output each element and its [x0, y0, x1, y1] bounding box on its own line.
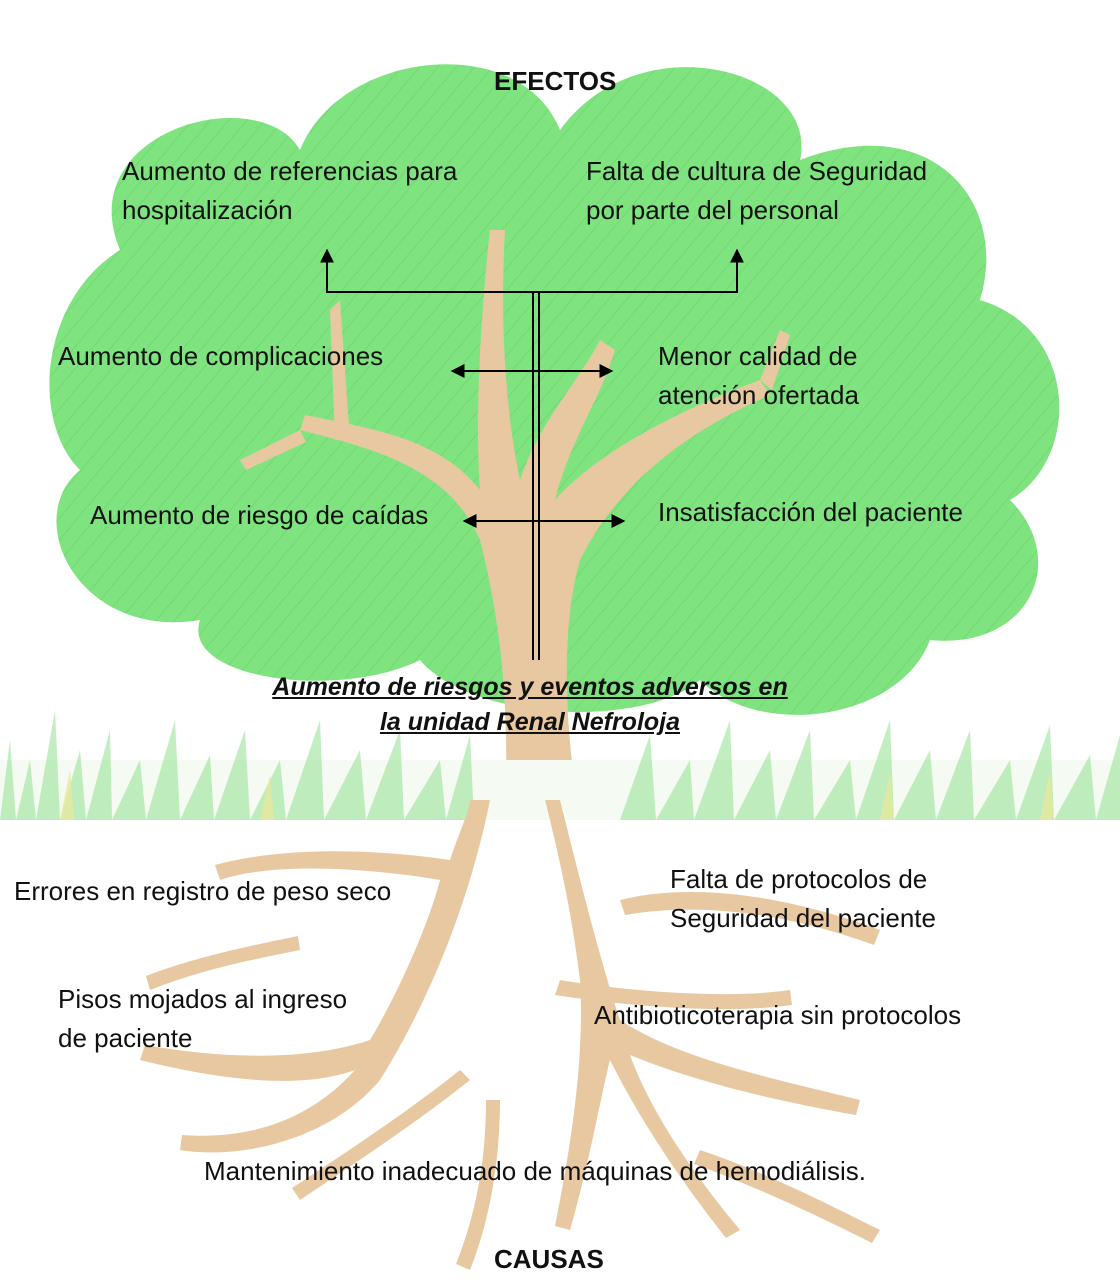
- effect-complicaciones: Aumento de complicaciones: [58, 341, 384, 371]
- cause-mantenimiento-maquinas: Mantenimiento inadecuado de máquinas de …: [204, 1156, 866, 1186]
- cause-pisos-mojados: Pisos mojados al ingreso de paciente: [58, 984, 348, 1053]
- tree-roots: [140, 800, 880, 1270]
- cause-antibioticoterapia: Antibioticoterapia sin protocolos: [594, 1000, 962, 1030]
- effect-calidad-atencion: Menor calidad de atención ofertada: [658, 341, 859, 410]
- effect-insatisfaccion: Insatisfacción del paciente: [658, 497, 963, 527]
- cause-protocolos-seguridad: Falta de protocolos de Seguridad del pac…: [670, 864, 936, 933]
- effects-header: EFECTOS: [494, 66, 617, 96]
- tree-canopy: [49, 64, 1060, 715]
- effect-arrows: [320, 248, 744, 528]
- effect-riesgo-caidas: Aumento de riesgo de caídas: [90, 500, 429, 530]
- central-stem: [532, 292, 540, 660]
- effect-cultura-seguridad: Falta de cultura de Seguridad por parte …: [586, 156, 928, 225]
- causes-header: CAUSAS: [494, 1244, 604, 1274]
- cause-peso-seco: Errores en registro de peso seco: [14, 876, 392, 906]
- central-problem: Aumento de riesgos y eventos adversos en…: [272, 673, 788, 736]
- effect-referencias: Aumento de referencias para hospitalizac…: [122, 156, 458, 225]
